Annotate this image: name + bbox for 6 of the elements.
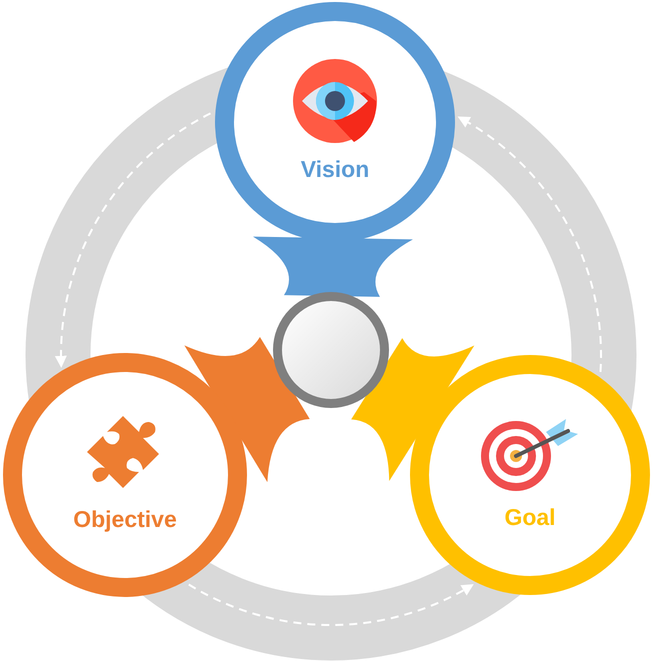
connector-arm — [184, 336, 310, 482]
connector-arm — [252, 236, 413, 297]
connector-arm — [351, 338, 474, 482]
node-label: Vision — [300, 154, 370, 184]
node-label: Objective — [73, 504, 177, 534]
node-label: Goal — [504, 502, 556, 532]
